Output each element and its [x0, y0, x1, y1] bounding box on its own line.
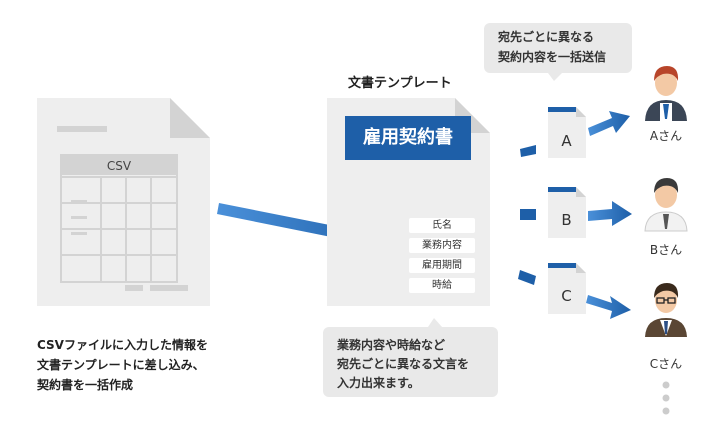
template-field-duties: 業務内容 [409, 238, 475, 253]
send-bubble-line-1: 宛先ごとに異なる [498, 30, 595, 44]
person-a-avatar [645, 66, 687, 121]
send-bubble-line-2: 契約内容を一括送信 [498, 50, 607, 64]
csv-table-grid [60, 154, 178, 283]
person-c-avatar [645, 283, 687, 337]
input-bubble-line-3: 入力出来ます。 [337, 376, 420, 390]
output-document-c [548, 263, 586, 314]
send-bubble-tail [548, 73, 562, 81]
more-recipients-dots [662, 381, 670, 415]
recipient-label-a: Aさん [649, 129, 683, 143]
input-bubble-tail [428, 318, 442, 327]
input-bubble-line-1: 業務内容や時給など [337, 338, 446, 352]
person-b-avatar [644, 178, 688, 232]
output-letter-b: B [561, 211, 572, 229]
input-bubble-line-2: 宛先ごとに異なる文言を [337, 357, 470, 371]
description-line-3: 契約書を一括作成 [37, 378, 134, 392]
send-arrows [518, 145, 536, 285]
description-line-1: CSVファイルに入力した情報を [37, 338, 208, 352]
csv-label: CSV [106, 159, 132, 173]
template-field-wage: 時給 [409, 278, 475, 293]
process-description: CSVファイルに入力した情報を 文書テンプレートに差し込み、 契約書を一括作成 [37, 335, 208, 395]
recipient-label-c: Cさん [649, 357, 683, 371]
output-document-b [548, 187, 586, 238]
output-letter-c: C [561, 287, 572, 305]
template-field-period: 雇用期間 [409, 258, 475, 273]
template-field-name: 氏名 [409, 218, 475, 233]
description-line-2: 文書テンプレートに差し込み、 [37, 358, 205, 372]
contract-title: 雇用契約書 [345, 116, 471, 160]
input-bubble: 業務内容や時給など 宛先ごとに異なる文言を 入力出来ます。 [323, 327, 498, 397]
merge-arrow [217, 203, 404, 256]
delivery-arrows [586, 111, 632, 319]
csv-document [37, 98, 210, 306]
recipient-label-b: Bさん [649, 243, 683, 257]
output-document-a [548, 107, 586, 158]
output-letter-a: A [561, 132, 572, 150]
send-bubble: 宛先ごとに異なる 契約内容を一括送信 [484, 23, 632, 73]
template-title: 文書テンプレート [348, 76, 452, 91]
